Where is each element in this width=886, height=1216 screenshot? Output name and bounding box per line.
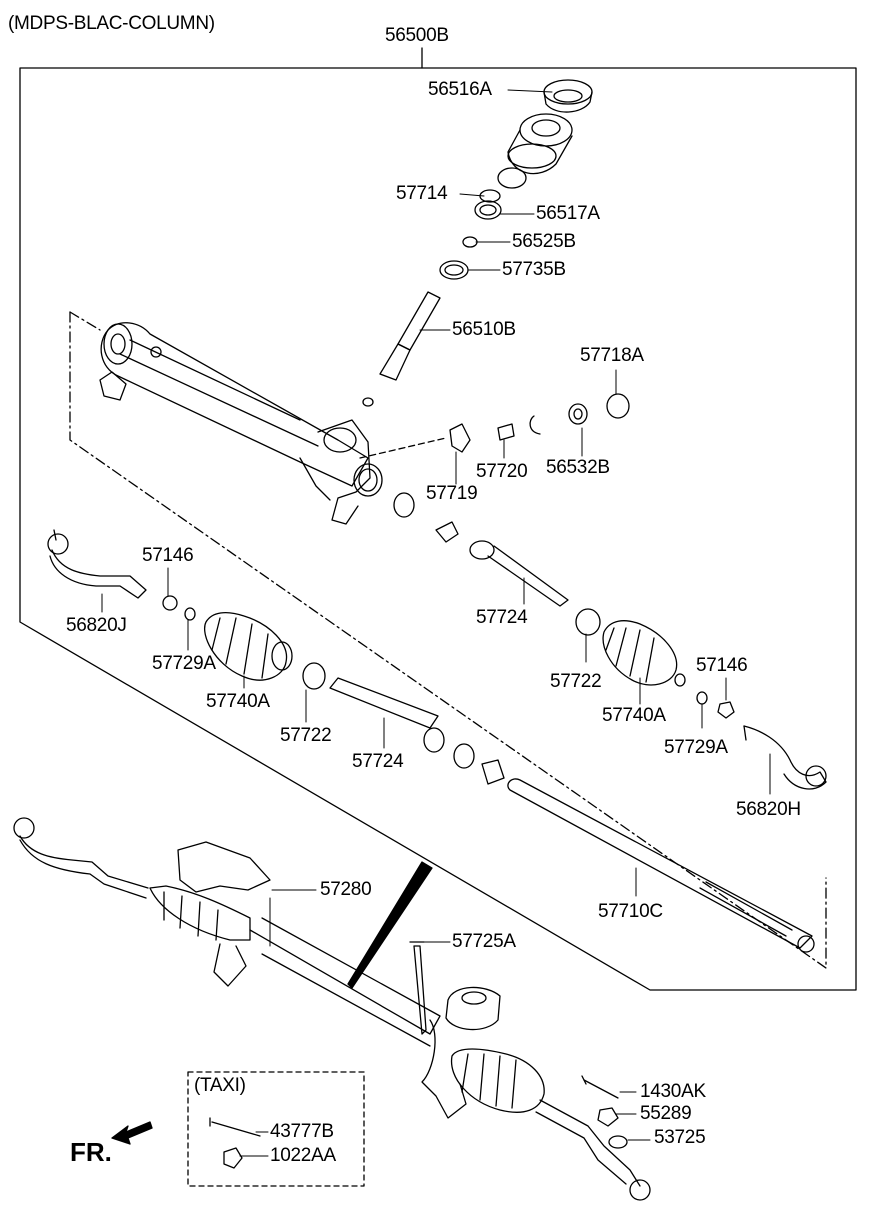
part-label-57146-right: 57146 xyxy=(696,655,748,676)
part-label-56516A: 56516A xyxy=(428,79,492,100)
part-label-57722-right: 57722 xyxy=(550,671,602,692)
part-label-57714: 57714 xyxy=(396,183,448,204)
header-label: (MDPS-BLAC-COLUMN) xyxy=(8,13,215,34)
part-label-56820H: 56820H xyxy=(736,799,801,820)
front-arrow xyxy=(111,1121,153,1145)
rack-parts xyxy=(435,521,827,790)
part-label-57146-left: 57146 xyxy=(142,545,194,566)
part-label-1430AK: 1430AK xyxy=(640,1081,706,1102)
rack-housing-upper xyxy=(99,322,415,525)
part-label-43777B: 43777B xyxy=(270,1121,334,1142)
part-label-57720: 57720 xyxy=(476,461,528,482)
taxi-box xyxy=(187,1071,365,1187)
assembly-outline xyxy=(19,67,857,991)
part-label-57718A: 57718A xyxy=(580,345,644,366)
tie-rod-left xyxy=(47,529,505,785)
part-label-56510B: 56510B xyxy=(452,319,516,340)
front-direction-label: FR. xyxy=(70,1137,112,1167)
part-label-53725: 53725 xyxy=(654,1127,706,1148)
part-label-57729A-left: 57729A xyxy=(152,653,216,674)
part-label-56517A: 56517A xyxy=(536,203,600,224)
taxi-box-label: (TAXI) xyxy=(194,1075,246,1096)
part-label-55289: 55289 xyxy=(640,1103,692,1124)
part-label-57725A: 57725A xyxy=(452,931,516,952)
part-label-57740A-right: 57740A xyxy=(602,705,666,726)
part-label-57729A-right: 57729A xyxy=(664,737,728,758)
direction-wedge xyxy=(347,861,433,989)
part-label-57740A-left: 57740A xyxy=(206,691,270,712)
part-label-57722-left: 57722 xyxy=(280,725,332,746)
part-label-56500B: 56500B xyxy=(385,25,449,46)
part-label-57735B: 57735B xyxy=(502,259,566,280)
part-label-57724-right: 57724 xyxy=(476,607,528,628)
part-label-56525B: 56525B xyxy=(512,231,576,252)
part-label-57280: 57280 xyxy=(320,879,372,900)
part-label-57719: 57719 xyxy=(426,483,478,504)
part-label-1022AA: 1022AA xyxy=(270,1145,336,1166)
yoke-parts xyxy=(449,393,630,453)
leader-lines xyxy=(101,89,771,1157)
rack-assembly-lower xyxy=(13,817,651,1201)
part-label-56532B: 56532B xyxy=(546,457,610,478)
part-label-57710C: 57710C xyxy=(598,901,663,922)
part-label-57724-left: 57724 xyxy=(352,751,404,772)
rack-57710C xyxy=(507,778,815,953)
part-label-56820J: 56820J xyxy=(66,615,127,636)
subassembly-dashed-outline xyxy=(69,311,827,969)
